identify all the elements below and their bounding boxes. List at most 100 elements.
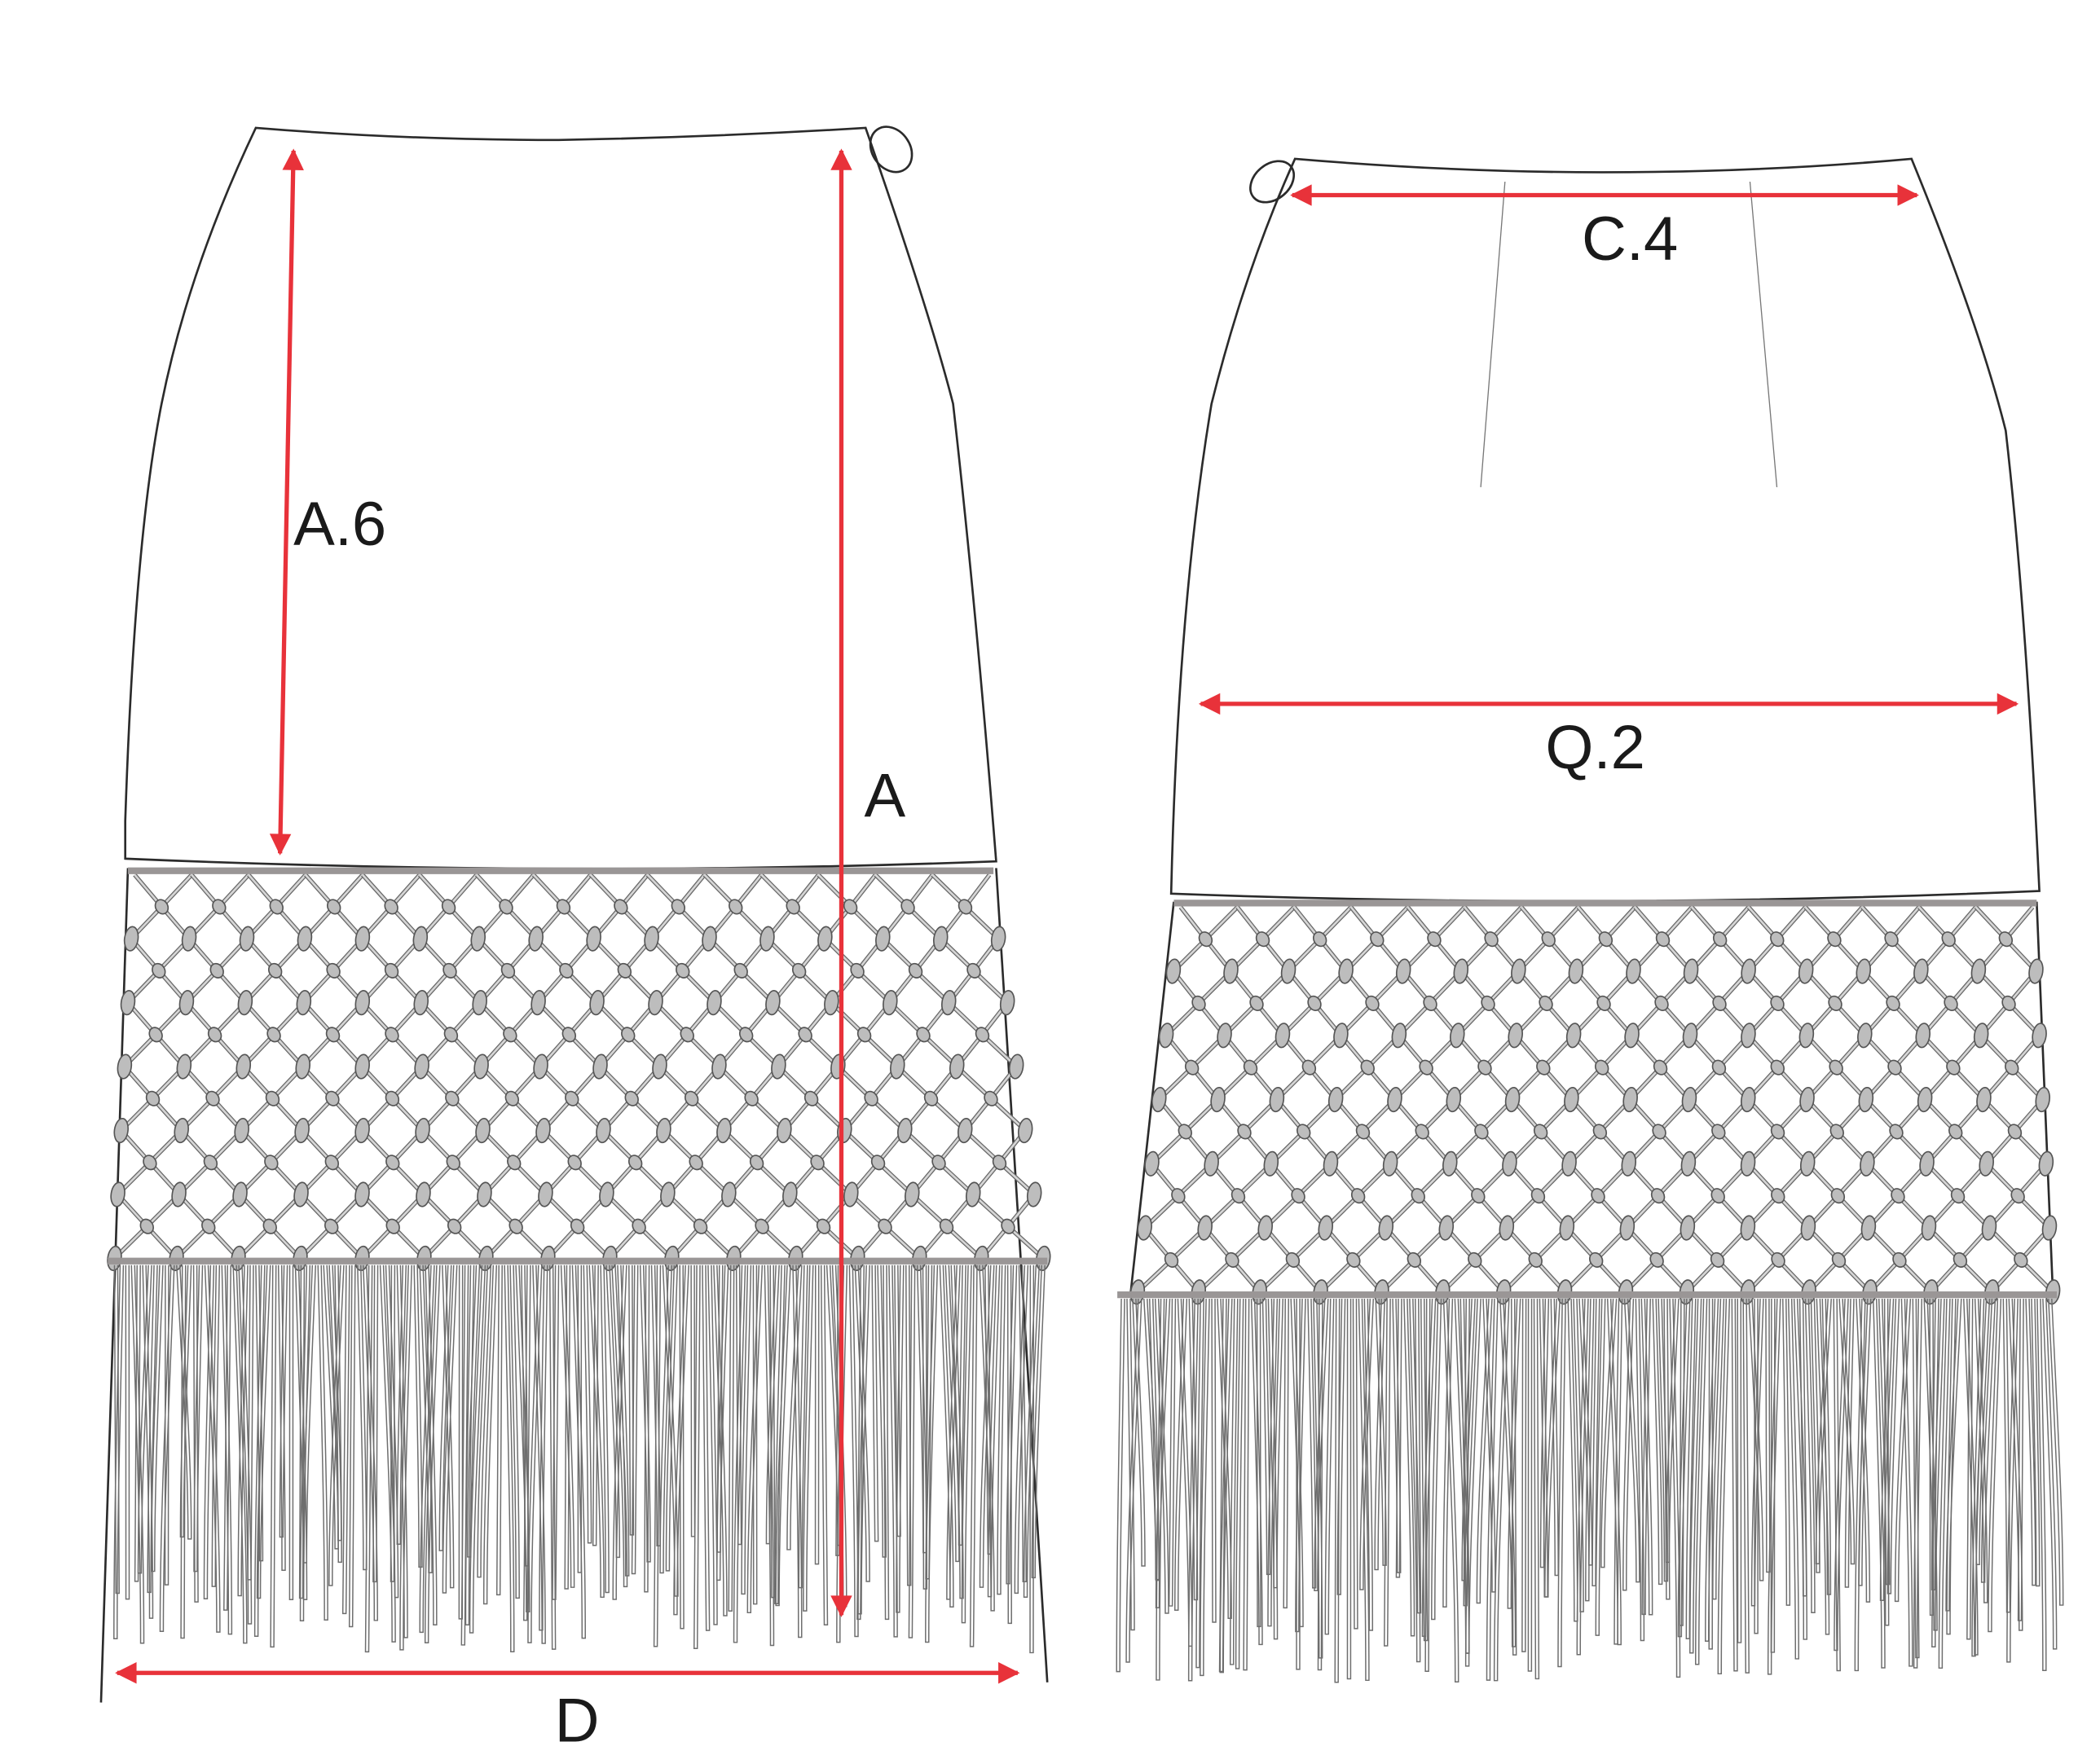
net-knot [570, 1218, 585, 1234]
fringe-strand [741, 1265, 752, 1595]
net-knot [1502, 1150, 1517, 1177]
fringe-strand [798, 1265, 808, 1589]
net-knot [294, 1117, 310, 1144]
net-knot [178, 990, 195, 1016]
fringe-strand [247, 1265, 254, 1581]
measurement-d: D [115, 1662, 1020, 1755]
net-knot [1827, 931, 1842, 948]
fringe-strand [1359, 1298, 1375, 1590]
fringe-strand [1374, 1299, 1385, 1571]
net-knot [1592, 1124, 1608, 1140]
net-knot [1884, 931, 1899, 948]
measurement-c4: C.4 [1290, 184, 1919, 274]
fringe-strand [1521, 1299, 1527, 1652]
fringe-strand [469, 1265, 486, 1634]
fringe-strand [1576, 1299, 1589, 1656]
net-knot [503, 1027, 517, 1043]
net-knot [152, 962, 166, 979]
fringe-strand [1665, 1298, 1680, 1564]
net-knot [264, 1155, 279, 1171]
net-knot [1712, 931, 1728, 948]
net-knot [1799, 1150, 1816, 1177]
net-knot [1568, 958, 1584, 984]
net-knot [508, 1218, 523, 1234]
net-knot [1944, 995, 1958, 1011]
net-knot [1280, 958, 1297, 984]
net-knot [949, 1053, 965, 1080]
net-knot [232, 1181, 248, 1207]
net-knot [1770, 931, 1785, 948]
net-knot [589, 990, 605, 1016]
fringe-strand [1550, 1299, 1559, 1577]
net-knot [1158, 1023, 1174, 1049]
net-knot [354, 926, 371, 952]
fringe-strand [854, 1265, 870, 1582]
net-knot [803, 1090, 819, 1106]
fringe-strand [1974, 1298, 1988, 1603]
net-knot [205, 1090, 220, 1106]
net-knot [689, 1155, 703, 1171]
fringe-strand [1804, 1299, 1816, 1613]
fringe-strand [2008, 1298, 2023, 1631]
net-knot [1197, 1215, 1213, 1241]
net-knot [1530, 1188, 1546, 1204]
fringe-strand [302, 1265, 316, 1564]
fringe-strand [1669, 1299, 1681, 1678]
fringe-strand [1988, 1299, 2002, 1633]
fringe-strand [390, 1265, 396, 1582]
net-knot [2035, 1086, 2050, 1113]
fringe-strand [946, 1265, 961, 1600]
fringe-strand [1290, 1299, 1304, 1628]
net-knot [830, 1053, 846, 1080]
net-knot [2001, 995, 2016, 1011]
net-knot [1539, 995, 1553, 1011]
net-knot [1333, 1023, 1349, 1049]
measurement-label-q2: Q.2 [1545, 713, 1644, 782]
fringe-strand [1211, 1299, 1217, 1623]
fringe-strand [1567, 1299, 1578, 1622]
net-knot [1338, 958, 1354, 984]
fringe-strand [1424, 1299, 1431, 1672]
net-knot [1382, 1150, 1398, 1177]
net-knot [759, 926, 775, 952]
net-knot [117, 1053, 133, 1080]
fringe-strand [2006, 1299, 2019, 1663]
net-knot [824, 990, 839, 1016]
fringe-strand [1174, 1299, 1188, 1611]
net-cord-highlight [1948, 906, 1977, 940]
net-knot [354, 990, 371, 1016]
net-knot [1831, 1251, 1847, 1268]
fringe-strand [922, 1265, 928, 1590]
net-knot [999, 990, 1015, 1016]
fringe-strand [238, 1265, 253, 1625]
fringe-strand [1527, 1299, 1533, 1672]
fringe-strand [1463, 1299, 1470, 1607]
fringe-strand [1156, 1299, 1165, 1681]
fringe-strand [944, 1265, 960, 1563]
fringe-strand [1600, 1298, 1618, 1568]
net-knot [473, 1053, 489, 1080]
net-knot [2007, 1124, 2023, 1140]
fringe-strand [979, 1265, 995, 1588]
net-knot [931, 1155, 946, 1171]
net-knot [442, 962, 457, 979]
fringe-strand [523, 1265, 531, 1621]
fringe-strand [1539, 1299, 1550, 1568]
net-knot [958, 899, 973, 915]
fringe-strand [1029, 1265, 1035, 1654]
fringe-strand [125, 1265, 130, 1600]
fringe-strand [1787, 1299, 1799, 1660]
net-knot [1564, 1086, 1579, 1113]
net-knot [875, 926, 891, 952]
net-knot [1649, 1251, 1664, 1268]
back-dart-left [1480, 181, 1506, 488]
net-knot [1164, 1251, 1179, 1268]
net-knot [1468, 1251, 1482, 1268]
fringe-strand [1557, 1299, 1566, 1668]
net-knot [1915, 1023, 1931, 1049]
fringe-strand [1132, 1298, 1146, 1567]
net-knot [1594, 1059, 1609, 1075]
fringe-strand [159, 1265, 175, 1633]
net-knot [1026, 1181, 1042, 1207]
fringe-strand [1894, 1298, 1912, 1603]
